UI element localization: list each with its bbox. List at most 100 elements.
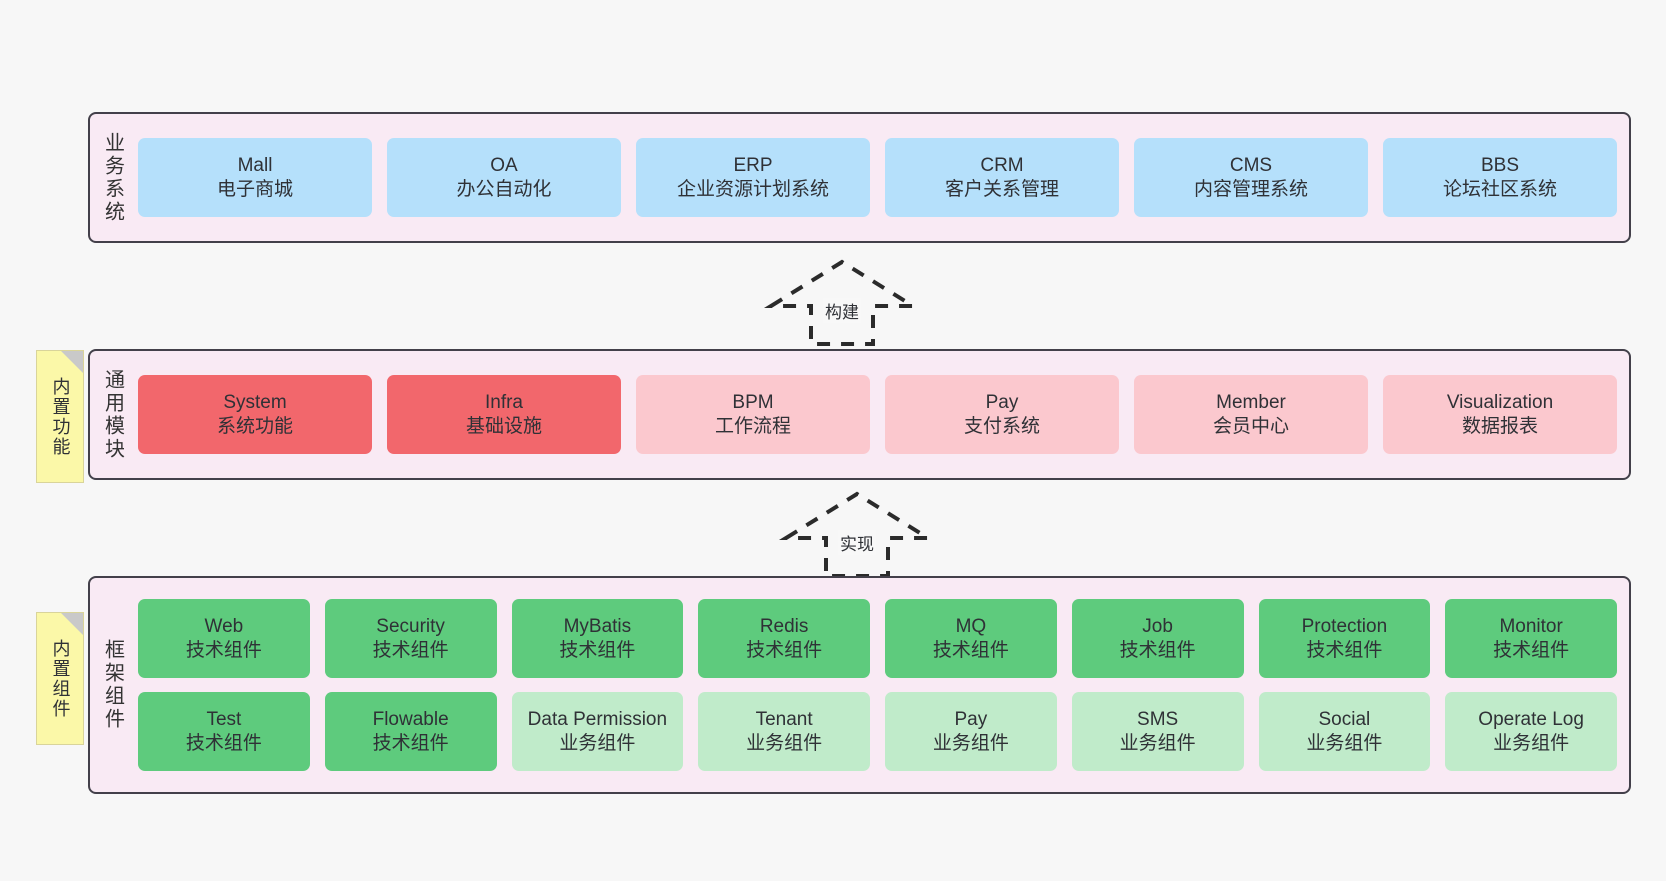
component-row: System 系统功能 Infra 基础设施 BPM 工作流程 Pay 支付系统…: [138, 375, 1617, 454]
component-card-monitor[interactable]: Monitor 技术组件: [1445, 599, 1617, 678]
component-name: Web: [204, 616, 244, 638]
component-card-redis[interactable]: Redis 技术组件: [698, 599, 870, 678]
component-card-job[interactable]: Job 技术组件: [1071, 599, 1244, 678]
component-card-oa[interactable]: OA 办公自动化: [387, 138, 621, 217]
component-name: MyBatis: [563, 616, 632, 638]
dashed-up-arrow-icon: [763, 259, 921, 346]
component-name: CRM: [980, 155, 1024, 177]
component-card-visualization[interactable]: Visualization 数据报表: [1383, 375, 1617, 454]
folded-corner-icon: [61, 613, 83, 635]
component-desc: 业务组件: [1493, 732, 1570, 754]
arrow-realize: 实现: [772, 490, 942, 578]
component-card-erp[interactable]: ERP 企业资源计划系统: [636, 138, 870, 217]
component-desc: 内容管理系统: [1193, 178, 1308, 200]
component-desc: 系统功能: [216, 415, 293, 437]
component-name: Tenant: [755, 709, 813, 731]
layer-body-framework-components: Web 技术组件 Security 技术组件 MyBatis 技术组件 Redi…: [134, 578, 1629, 792]
component-card-data-permission[interactable]: Data Permission 业务组件: [511, 692, 684, 771]
component-desc: 业务组件: [1119, 732, 1196, 754]
component-card-mq[interactable]: MQ 技术组件: [885, 599, 1057, 678]
component-name: Social: [1318, 709, 1371, 731]
component-desc: 技术组件: [746, 639, 823, 661]
component-card-system[interactable]: System 系统功能: [138, 375, 372, 454]
component-card-pay-business[interactable]: Pay 业务组件: [885, 692, 1057, 771]
component-name: System: [223, 392, 287, 414]
component-card-social[interactable]: Social 业务组件: [1258, 692, 1431, 771]
component-card-crm[interactable]: CRM 客户关系管理: [885, 138, 1119, 217]
component-row: Web 技术组件 Security 技术组件 MyBatis 技术组件 Redi…: [138, 599, 1617, 678]
arrow-build: 构建: [757, 258, 927, 346]
component-desc: 技术组件: [185, 732, 262, 754]
component-card-sms[interactable]: SMS 业务组件: [1071, 692, 1244, 771]
component-desc: 业务组件: [559, 732, 636, 754]
component-desc: 企业资源计划系统: [676, 178, 829, 200]
sticky-note-builtin-components: 内置组件: [36, 612, 84, 745]
component-desc: 技术组件: [559, 639, 636, 661]
component-card-mybatis[interactable]: MyBatis 技术组件: [511, 599, 684, 678]
layer-label-common-modules: 通用模块: [101, 368, 124, 461]
component-desc: 电子商城: [216, 178, 293, 200]
layer-label-framework-components: 框架组件: [101, 639, 124, 731]
component-name: SMS: [1137, 709, 1179, 731]
component-card-test[interactable]: Test 技术组件: [138, 692, 310, 771]
sticky-note-builtin-functions: 内置功能: [36, 350, 84, 483]
component-card-cms[interactable]: CMS 内容管理系统: [1134, 138, 1368, 217]
component-desc: 技术组件: [1119, 639, 1196, 661]
component-desc: 数据报表: [1461, 415, 1538, 437]
component-card-bbs[interactable]: BBS 论坛社区系统: [1383, 138, 1617, 217]
component-name: ERP: [733, 155, 773, 177]
component-name: Pay: [954, 709, 988, 731]
component-card-mall[interactable]: Mall 电子商城: [138, 138, 372, 217]
component-card-security[interactable]: Security 技术组件: [324, 599, 497, 678]
component-desc: 论坛社区系统: [1442, 178, 1557, 200]
component-desc: 技术组件: [932, 639, 1009, 661]
component-desc: 业务组件: [932, 732, 1009, 754]
component-card-operate-log[interactable]: Operate Log 业务组件: [1445, 692, 1617, 771]
component-row: Mall 电子商城 OA 办公自动化 ERP 企业资源计划系统 CRM 客户关系…: [138, 138, 1617, 217]
component-name: Redis: [759, 616, 809, 638]
component-desc: 办公自动化: [456, 178, 552, 200]
component-name: BPM: [732, 392, 774, 414]
component-desc: 技术组件: [372, 639, 449, 661]
component-name: Job: [1142, 616, 1173, 638]
component-name: Test: [206, 709, 242, 731]
sticky-note-label: 内置功能: [50, 376, 71, 457]
sticky-note-label: 内置组件: [50, 638, 71, 719]
layer-body-common-modules: System 系统功能 Infra 基础设施 BPM 工作流程 Pay 支付系统…: [134, 351, 1629, 478]
component-name: Monitor: [1499, 616, 1563, 638]
arrow-label-build: 构建: [823, 298, 861, 323]
dashed-up-arrow-icon: [778, 491, 936, 578]
component-name: Operate Log: [1478, 709, 1584, 731]
component-card-pay[interactable]: Pay 支付系统: [885, 375, 1119, 454]
component-desc: 技术组件: [1493, 639, 1570, 661]
component-card-flowable[interactable]: Flowable 技术组件: [324, 692, 497, 771]
component-name: Data Permission: [527, 709, 668, 731]
component-name: Infra: [484, 392, 524, 414]
arrow-label-realize: 实现: [838, 530, 876, 555]
component-desc: 工作流程: [714, 415, 791, 437]
folded-corner-icon: [61, 351, 83, 373]
component-desc: 业务组件: [746, 732, 823, 754]
component-card-member[interactable]: Member 会员中心: [1134, 375, 1368, 454]
component-desc: 技术组件: [185, 639, 262, 661]
component-row: Test 技术组件 Flowable 技术组件 Data Permission …: [138, 692, 1617, 771]
component-name: MQ: [955, 616, 987, 638]
component-name: Flowable: [372, 709, 449, 731]
component-name: Visualization: [1446, 392, 1554, 414]
component-card-protection[interactable]: Protection 技术组件: [1258, 599, 1431, 678]
component-desc: 客户关系管理: [944, 178, 1059, 200]
component-name: BBS: [1480, 155, 1520, 177]
component-card-infra[interactable]: Infra 基础设施: [387, 375, 621, 454]
component-card-bpm[interactable]: BPM 工作流程: [636, 375, 870, 454]
layer-business-systems: 业务系统 Mall 电子商城 OA 办公自动化 ERP 企业资源计划系统 CRM…: [88, 112, 1631, 243]
component-name: Member: [1216, 392, 1286, 414]
component-desc: 基础设施: [465, 415, 542, 437]
component-card-tenant[interactable]: Tenant 业务组件: [698, 692, 870, 771]
component-desc: 技术组件: [372, 732, 449, 754]
component-desc: 会员中心: [1212, 415, 1289, 437]
component-name: Security: [376, 616, 445, 638]
layer-framework-components: 框架组件 Web 技术组件 Security 技术组件 MyBatis 技术组件…: [88, 576, 1631, 794]
component-name: CMS: [1229, 155, 1273, 177]
component-desc: 支付系统: [963, 415, 1040, 437]
component-card-web[interactable]: Web 技术组件: [138, 599, 310, 678]
